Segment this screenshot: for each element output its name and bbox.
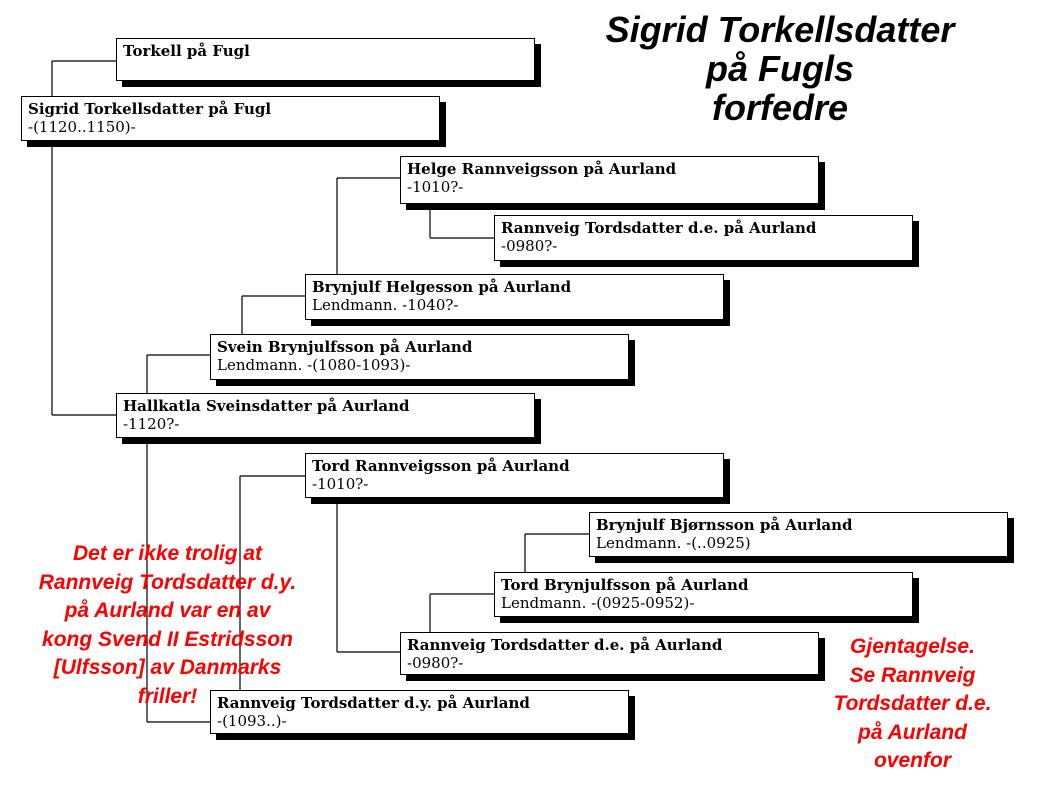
title-line: forfedre [711,87,849,128]
title-line: Sigrid Torkellsdatter [605,9,955,50]
person-name: Helge Rannveigsson på Aurland [407,160,677,178]
note-right: Gjentagelse. Se Rannveig Tordsdatter d.e… [800,633,1025,776]
person-name: Tord Brynjulfsson på Aurland [501,576,749,594]
title-line: på Fugls [705,48,854,89]
person-detail: -1010?- [312,475,369,493]
note-line: Rannveig Tordsdatter d.y. [38,570,297,594]
diagram-title: Sigrid Torkellsdatter på Fugls forfedre [575,10,985,127]
person-detail: Lendmann. -(1080-1093)- [217,356,411,374]
person-detail: Lendmann. -(0925-0952)- [501,594,695,612]
note-line: Tordsdatter d.e. [833,692,992,715]
note-left: Det er ikke trolig at Rannveig Tordsdatt… [5,540,330,711]
person-box-sigrid: Sigrid Torkellsdatter på Fugl -(1120..11… [21,96,440,141]
person-name: Tord Rannveigsson på Aurland [312,457,570,475]
note-line: på Aurland [858,720,967,744]
person-name: Brynjulf Bjørnsson på Aurland [596,516,853,534]
person-detail: -0980?- [407,654,464,672]
note-line: Det er ikke trolig at [72,542,263,565]
person-box-svein: Svein Brynjulfsson på Aurland Lendmann. … [210,334,629,380]
note-line: på Aurland var en av [64,599,271,622]
person-detail: -(1120..1150)- [28,118,136,136]
person-name: Rannveig Tordsdatter d.y. på Aurland [217,694,530,712]
person-box-helge: Helge Rannveigsson på Aurland -1010?- [400,156,819,204]
person-detail: Lendmann. -(..0925) [596,534,751,552]
person-box-rannveig-de-bottom: Rannveig Tordsdatter d.e. på Aurland -09… [400,632,819,675]
person-box-brynjulf-helgesson: Brynjulf Helgesson på Aurland Lendmann. … [305,274,724,320]
person-box-tord-rannveigsson: Tord Rannveigsson på Aurland -1010?- [305,453,724,498]
note-line: friller! [137,684,198,708]
person-detail: -1120?- [123,415,180,433]
person-name: Rannveig Tordsdatter d.e. på Aurland [407,636,723,654]
note-line: kong Svend II Estridsson [42,627,293,651]
person-detail: -1010?- [407,178,464,196]
person-name: Hallkatla Sveinsdatter på Aurland [123,397,410,415]
note-line: [Ulfsson] av Danmarks [53,656,282,679]
person-box-rannveig-dy: Rannveig Tordsdatter d.y. på Aurland -(1… [210,690,629,734]
person-name: Svein Brynjulfsson på Aurland [217,338,473,356]
person-box-rannveig-de-top: Rannveig Tordsdatter d.e. på Aurland -09… [494,215,913,261]
person-name: Torkell på Fugl [123,42,250,60]
note-line: Se Rannveig [849,663,976,687]
person-name: Rannveig Tordsdatter d.e. på Aurland [501,219,817,237]
person-name: Sigrid Torkellsdatter på Fugl [28,100,272,118]
person-box-torkell: Torkell på Fugl [116,38,535,81]
person-detail: -0980?- [501,237,558,255]
person-detail: Lendmann. -1040?- [312,296,459,314]
person-box-tord-brynjulfsson: Tord Brynjulfsson på Aurland Lendmann. -… [494,572,913,617]
person-box-hallkatla: Hallkatla Sveinsdatter på Aurland -1120?… [116,393,535,438]
person-box-brynjulf-bjornsson: Brynjulf Bjørnsson på Aurland Lendmann. … [589,512,1008,557]
person-name: Brynjulf Helgesson på Aurland [312,278,572,296]
note-line: Gjentagelse. [850,635,975,658]
note-line: ovenfor [873,749,951,772]
person-detail: -(1093..)- [217,712,287,730]
